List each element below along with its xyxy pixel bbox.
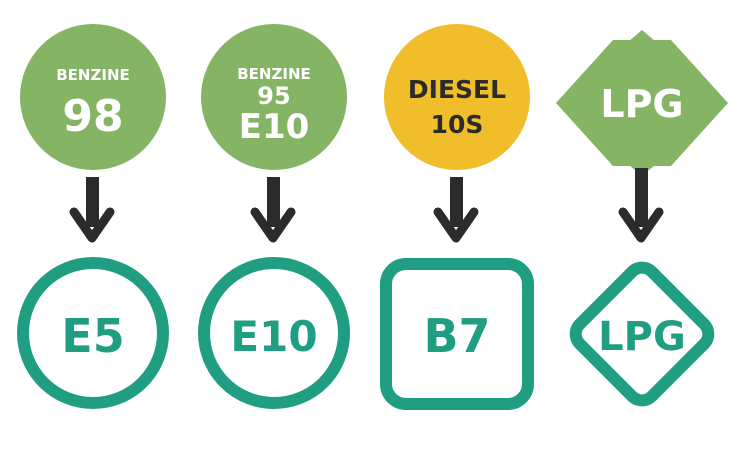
new-label-lpg: LPG: [598, 314, 686, 360]
old-label-diesel-line2: 10S: [431, 110, 484, 139]
column-lpg: LPG LPG: [556, 30, 728, 407]
column-benzine-98: BENZINE 98 E5: [17, 24, 169, 409]
new-label-e5: E5: [61, 309, 124, 363]
old-label-diesel-line1: DIESEL: [408, 75, 506, 104]
column-diesel-10s: DIESEL 10S B7: [380, 24, 534, 410]
old-label-benzine-95-line3: E10: [239, 107, 310, 147]
new-label-square-b7: [380, 258, 534, 410]
arrow-down-icon: [69, 177, 115, 243]
old-label-benzine-95-line2: 95: [257, 82, 290, 110]
old-label-lpg: LPG: [600, 82, 683, 126]
column-benzine-95-e10: BENZINE 95 E10 E10: [198, 24, 350, 409]
new-label-circle-e10: [198, 257, 350, 409]
new-label-e10: E10: [230, 312, 317, 361]
arrow-down-icon: [250, 177, 296, 243]
new-label-b7: B7: [423, 309, 490, 363]
arrow-down-icon: [618, 168, 664, 243]
new-label-diamond-lpg: [569, 261, 715, 407]
old-label-circle-benzine-95-e10: [201, 24, 347, 170]
new-label-circle-e5: [17, 257, 169, 409]
old-label-circle-diesel: [384, 24, 530, 170]
old-label-benzine-95-line1: BENZINE: [237, 65, 311, 83]
old-label-circle-benzine-98: [20, 24, 166, 170]
arrow-down-icon: [433, 177, 479, 243]
old-label-benzine-98-line2: 98: [62, 91, 123, 142]
old-label-benzine-98-line1: BENZINE: [56, 66, 130, 84]
